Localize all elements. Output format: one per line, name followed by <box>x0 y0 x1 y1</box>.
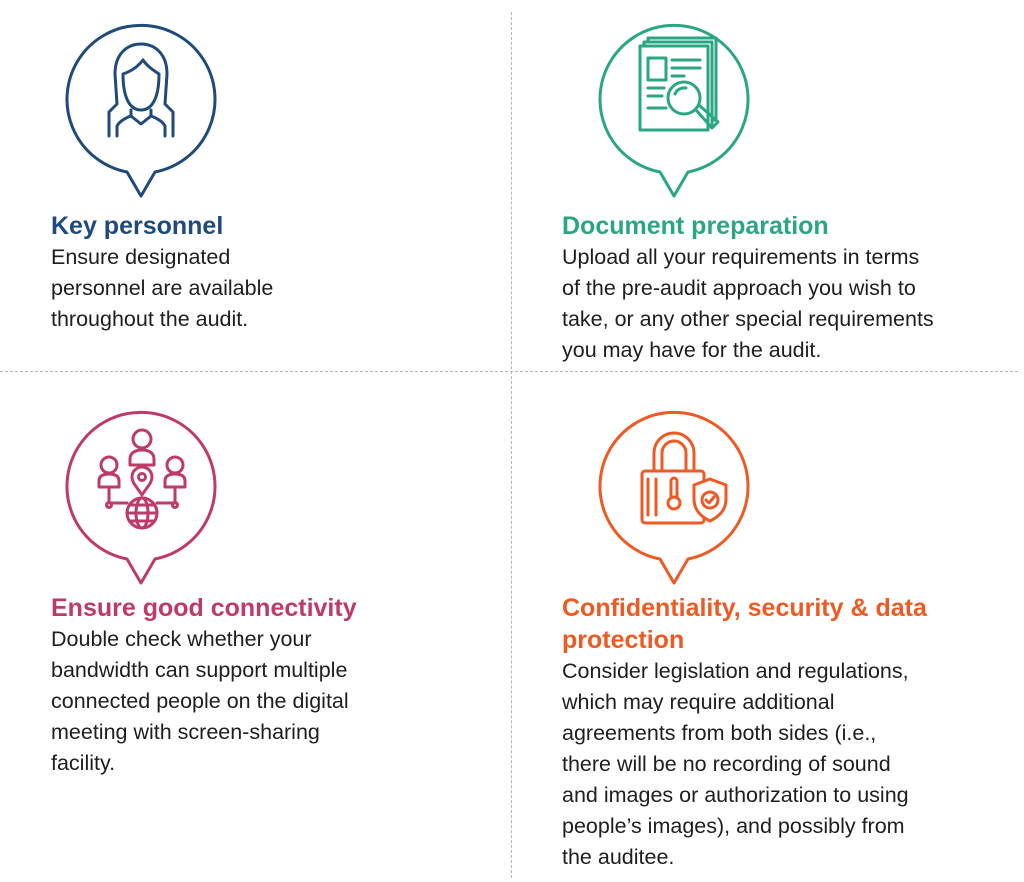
description-line: the auditee. <box>562 845 675 869</box>
document-preparation-description: Upload all your requirements in terms of… <box>562 242 1012 366</box>
confidentiality-title: Confidentiality, security & data protect… <box>562 592 1012 656</box>
document-preparation-card: Document preparation Upload all your req… <box>562 210 1012 366</box>
description-line: Double check whether your <box>51 627 312 651</box>
description-line: connected people on the digital <box>51 689 349 713</box>
confidentiality-description: Consider legislation and regulations, wh… <box>562 656 1012 873</box>
connectivity-pin <box>65 395 217 591</box>
description-line: Consider legislation and regulations, <box>562 659 909 683</box>
pin-outline <box>65 23 217 198</box>
description-line: there will be no recording of sound <box>562 752 891 776</box>
vertical-divider <box>511 12 512 878</box>
confidentiality-card: Confidentiality, security & data protect… <box>562 592 1012 873</box>
description-line: personnel are available <box>51 276 274 300</box>
description-line: agreements from both sides (i.e., <box>562 721 877 745</box>
description-line: and images or authorization to using <box>562 783 909 807</box>
key-personnel-title: Key personnel <box>51 212 224 240</box>
description-line: Ensure designated <box>51 245 231 269</box>
description-line: take, or any other special requirements <box>562 307 934 331</box>
pin-outline <box>598 410 750 585</box>
description-line: bandwidth can support multiple <box>51 658 348 682</box>
pin-outline <box>65 410 217 585</box>
key-personnel-card: Key personnel Ensure designated personne… <box>51 210 491 335</box>
pin-outline <box>598 23 750 198</box>
title-line: Confidentiality, security & data <box>562 594 927 622</box>
people-network-icon <box>97 428 187 530</box>
document-search-icon <box>638 36 720 132</box>
lock-shield-icon <box>640 431 728 525</box>
title-line: protection <box>562 626 685 654</box>
description-line: of the pre-audit approach you wish to <box>562 276 916 300</box>
description-line: facility. <box>51 751 116 775</box>
connectivity-title: Ensure good connectivity <box>51 594 357 622</box>
horizontal-divider <box>0 371 1018 372</box>
description-line: people’s images), and possibly from <box>562 814 905 838</box>
description-line: which may require additional <box>562 690 835 714</box>
description-line: meeting with screen-sharing <box>51 720 320 744</box>
connectivity-description: Double check whether your bandwidth can … <box>51 624 491 779</box>
confidentiality-pin <box>598 395 750 591</box>
key-personnel-pin <box>65 8 217 204</box>
document-preparation-title: Document preparation <box>562 212 829 240</box>
description-line: Upload all your requirements in terms <box>562 245 920 269</box>
description-line: throughout the audit. <box>51 307 249 331</box>
key-personnel-description: Ensure designated personnel are availabl… <box>51 242 491 335</box>
connectivity-card: Ensure good connectivity Double check wh… <box>51 592 491 779</box>
description-line: you may have for the audit. <box>562 338 822 362</box>
document-preparation-pin <box>598 8 750 204</box>
person-icon <box>107 42 175 138</box>
